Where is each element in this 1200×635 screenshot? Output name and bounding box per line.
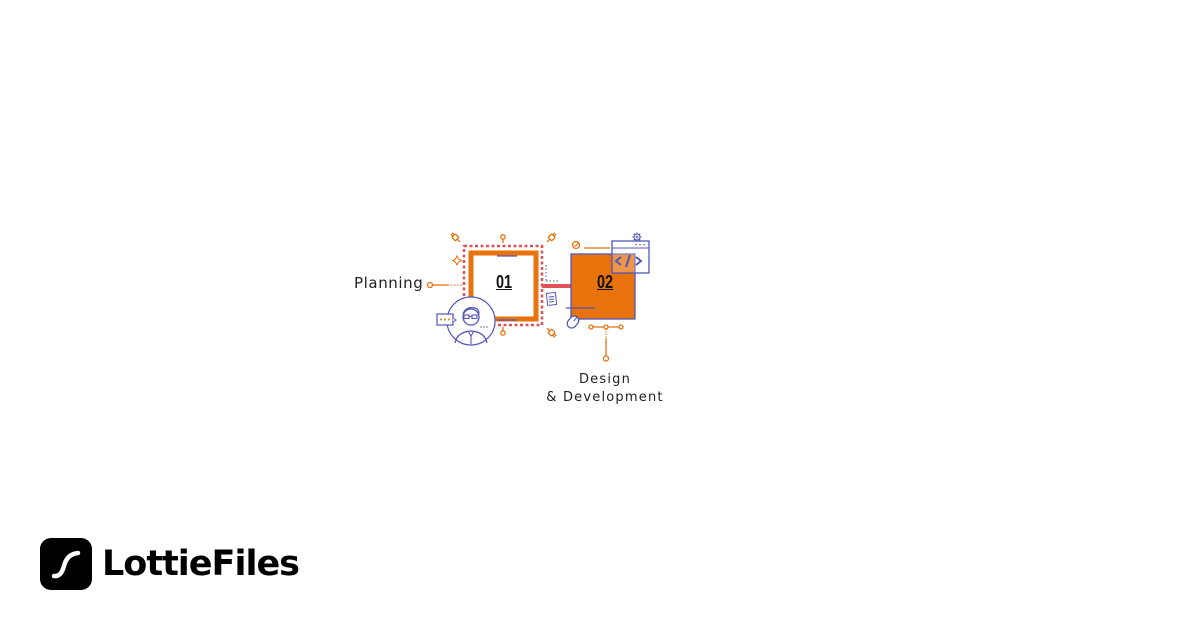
step-02-number: 02: [597, 272, 614, 292]
lottiefiles-brand: LottieFiles: [40, 538, 300, 590]
brand-name: LottieFiles: [102, 544, 300, 584]
planning-connector: [426, 281, 462, 289]
pin-icons: [450, 232, 557, 338]
design-development-label: Design & Development: [540, 371, 670, 407]
person-avatar: [446, 296, 496, 346]
code-window-icon: [611, 240, 650, 274]
planning-label: Planning: [354, 274, 424, 292]
gear-icon: [632, 232, 642, 242]
design-label-line2: & Development: [546, 390, 664, 405]
design-connector: [588, 324, 624, 362]
mouse-icon: [566, 315, 580, 329]
dotted-link: [545, 265, 560, 282]
step-01-box: [468, 250, 539, 322]
lottiefiles-logo-icon: [40, 538, 92, 590]
design-label-line1: Design: [578, 372, 632, 387]
step-01-number: 01: [496, 272, 513, 292]
document-icon: [545, 291, 558, 306]
chat-bubble-icon: [436, 313, 457, 326]
target-icon: [571, 240, 610, 250]
connector-bar: [542, 284, 571, 288]
